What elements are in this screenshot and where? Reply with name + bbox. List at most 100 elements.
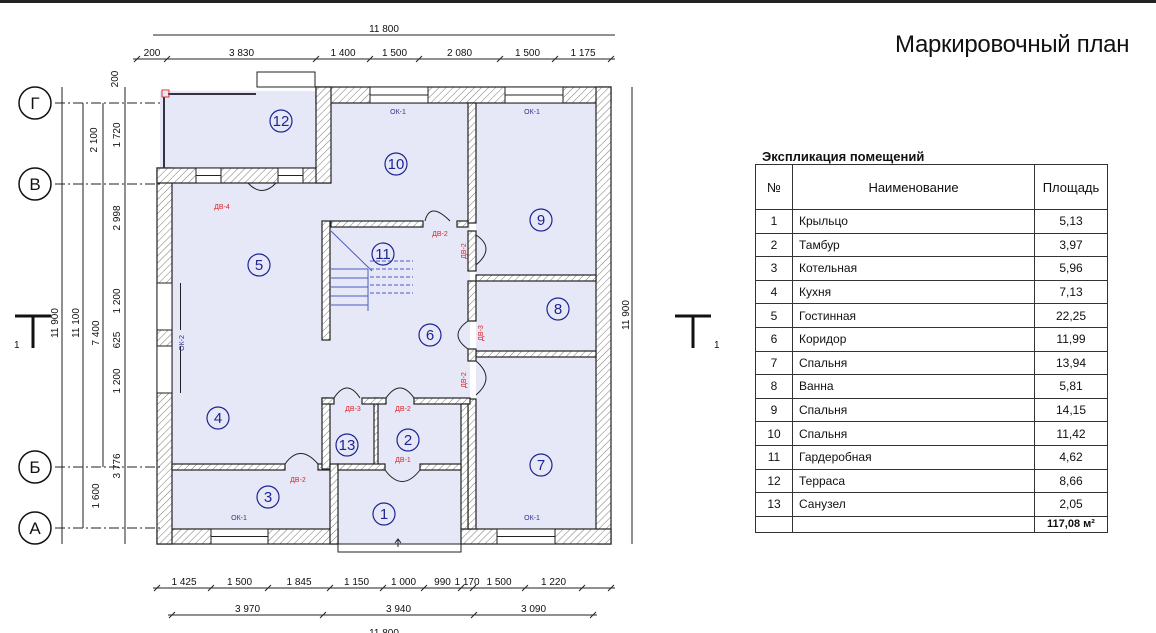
room-name: Котельная (792, 256, 1035, 281)
dimension-label: 3 830 (229, 48, 254, 59)
room-number: 11 (755, 444, 793, 470)
dimension-tick (589, 611, 597, 619)
room-area-fill (476, 357, 596, 529)
room-number-circle (418, 323, 442, 347)
room-number-label: 13 (339, 437, 356, 454)
wall (467, 398, 477, 530)
door-swing (247, 182, 277, 191)
door-swing (475, 360, 487, 396)
wall (413, 397, 471, 405)
dimension-label: 1 170 (454, 577, 479, 588)
dimension-tick (470, 611, 478, 619)
wall (475, 274, 597, 282)
dimension-label: 1 200 (112, 368, 123, 393)
axis-bubble (18, 167, 52, 201)
dimension-tick (319, 611, 327, 619)
dimension-tick (168, 611, 176, 619)
room-area: 11,99 (1034, 326, 1108, 352)
dimension-tick (207, 584, 215, 592)
wall (321, 397, 335, 405)
room-number: 8 (755, 374, 793, 399)
section-mark-right (675, 314, 711, 348)
room-area: 13,94 (1034, 350, 1108, 376)
door-label: ДВ-2 (461, 372, 468, 388)
room-number: 12 (755, 468, 793, 494)
total-area: 117,08 м² (1034, 515, 1108, 533)
wall (373, 397, 379, 470)
room-number-circle (269, 109, 293, 133)
room-area: 3,97 (1034, 232, 1108, 258)
plan-title: Маркировочный план (895, 31, 1130, 58)
dimension-label: 2 080 (447, 48, 472, 59)
room-number-circle (206, 406, 230, 430)
room-area: 4,62 (1034, 444, 1108, 470)
explication-title: Экспликация помещений (762, 149, 925, 164)
room-name: Ванна (792, 374, 1035, 399)
room-number-circle (384, 152, 408, 176)
door-label: ДВ-2 (461, 243, 468, 259)
room-number-label: 2 (404, 432, 412, 449)
wall (315, 86, 612, 104)
wall (467, 348, 477, 362)
room-number: 5 (755, 303, 793, 328)
room-area: 5,81 (1034, 374, 1108, 399)
dimension-tick (420, 584, 428, 592)
wall (460, 403, 469, 530)
room-number-label: 7 (537, 457, 545, 474)
window-label: ОК-1 (231, 515, 247, 522)
window-label: ОК-1 (524, 109, 540, 116)
room-area: 22,25 (1034, 303, 1108, 328)
dimension-label: 200 (144, 48, 161, 59)
room-number-label: 9 (537, 212, 545, 229)
room-number-circle (335, 433, 359, 457)
room-number: 4 (755, 279, 793, 305)
room-number-label: 8 (554, 301, 562, 318)
dimension-label: 1 720 (112, 122, 123, 147)
wall (156, 167, 331, 184)
dimension-label: 200 (110, 70, 121, 87)
empty-cell (792, 515, 1035, 533)
column-marker (161, 89, 170, 98)
section-label: 1 (14, 340, 20, 351)
dimension-label: 1 150 (344, 577, 369, 588)
header-name: Наименование (792, 164, 1035, 210)
room-number: 9 (755, 397, 793, 423)
room-number: 13 (755, 492, 793, 517)
axis-bubble (18, 450, 52, 484)
room-name: Гостинная (792, 303, 1035, 328)
wall (330, 220, 424, 228)
dimension-label: 2 998 (112, 205, 123, 230)
room-name: Спальня (792, 421, 1035, 446)
dimension-label: 1 200 (112, 288, 123, 313)
room-number-circle (247, 253, 271, 277)
room-name: Гардеробная (792, 444, 1035, 470)
door-swing (333, 387, 361, 399)
room-number-label: 6 (426, 327, 434, 344)
dimension-label: 1 500 (486, 577, 511, 588)
door-label: ДВ-2 (395, 406, 411, 413)
dimension-label: 1 220 (541, 577, 566, 588)
room-name: Тамбур (792, 232, 1035, 258)
dimension-tick (379, 584, 387, 592)
wall (467, 280, 477, 322)
room-number: 7 (755, 350, 793, 376)
room-number-label: 10 (388, 156, 405, 173)
door-swing (284, 453, 319, 465)
dimension-label: 11 900 (50, 308, 61, 338)
door-label: ДВ-2 (432, 231, 448, 238)
dimension-tick (578, 584, 586, 592)
door-label: ДВ-2 (290, 477, 306, 484)
room-number-circle (529, 208, 553, 232)
wall (467, 102, 477, 224)
dimension-tick (607, 55, 615, 63)
